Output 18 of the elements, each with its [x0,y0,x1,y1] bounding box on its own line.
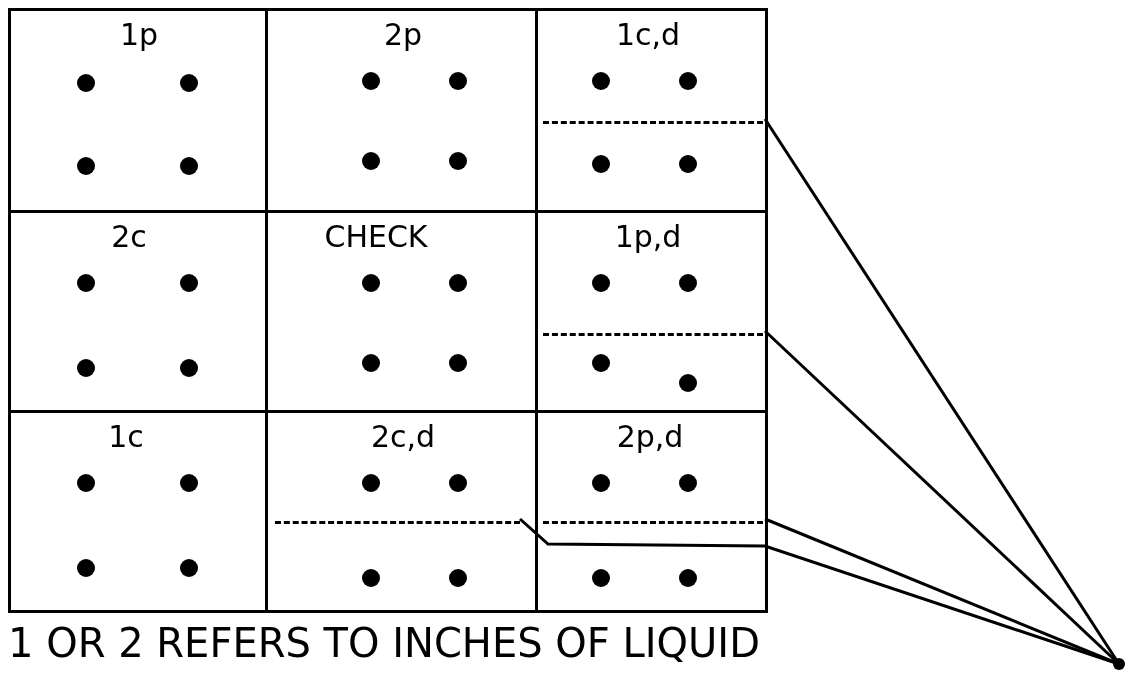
cell-label: 2p [383,19,423,51]
dashed-line [543,121,763,124]
grid-cell [8,410,268,613]
cell-label: CHECK [324,221,428,253]
cell-label: 1p,d [614,221,682,253]
cell-label: 1c [108,421,144,453]
cell-label: 2p,d [616,421,684,453]
cell-label: 1c,d [615,19,681,51]
cell-label: 1p [119,19,159,51]
caption: 1 OR 2 REFERS TO INCHES OF LIQUID [8,620,760,666]
grid-cell [535,410,768,613]
dashed-line [275,521,520,524]
grid-cell [8,8,268,213]
cell-label: 2c,d [370,421,436,453]
dashed-line [543,521,763,524]
grid-cell [535,8,768,213]
dashed-line [543,333,763,336]
cell-label: 2c [111,221,147,253]
